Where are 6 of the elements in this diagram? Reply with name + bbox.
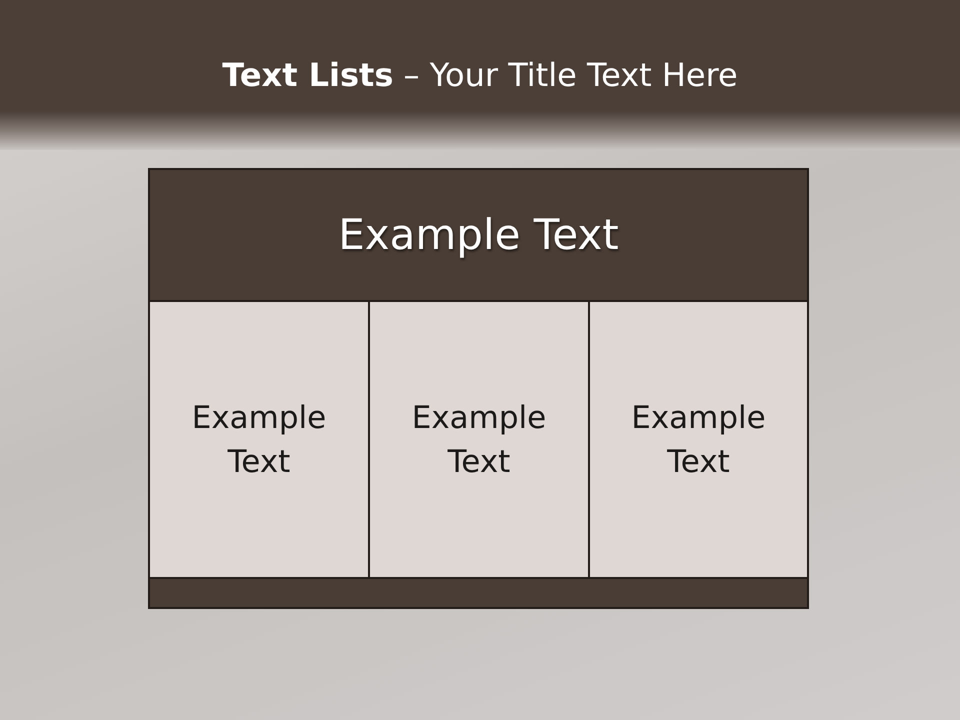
- footer-bar: [148, 577, 809, 609]
- slide-title: Text Lists – Your Title Text Here: [221, 55, 739, 96]
- header-box: Example Text: [148, 168, 809, 302]
- text-panel: Example Text: [368, 300, 590, 579]
- text-panel: Example Text: [148, 300, 370, 579]
- text-panel: Example Text: [588, 300, 809, 579]
